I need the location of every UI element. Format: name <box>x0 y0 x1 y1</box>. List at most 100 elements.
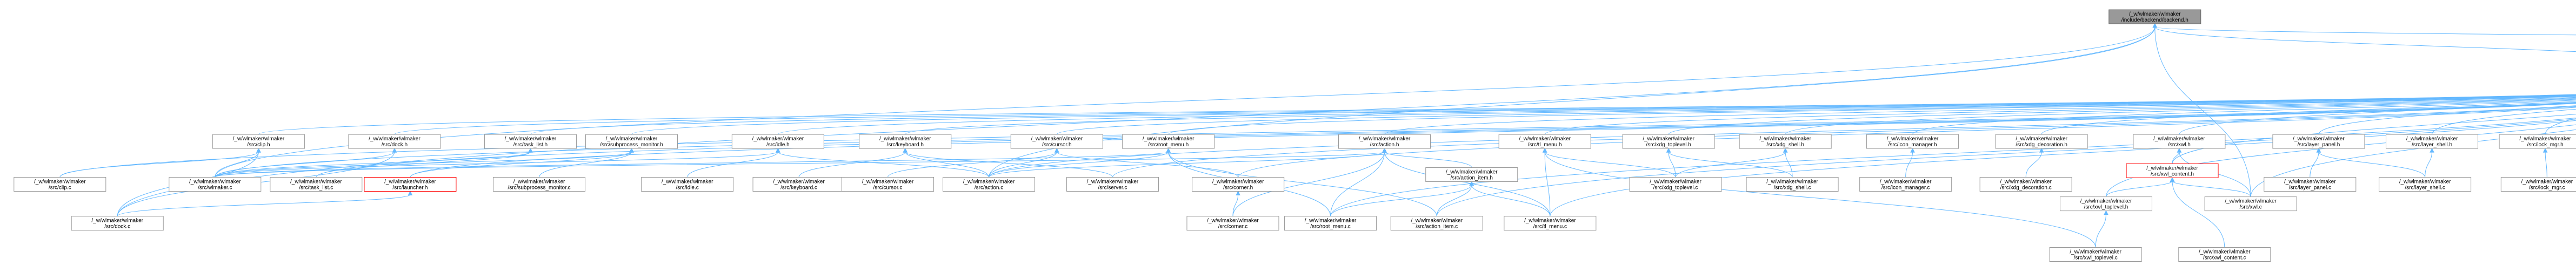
edge-server_h-from-corner_h <box>1238 107 2576 178</box>
node-file-path: /src/layer_shell.h <box>2412 142 2452 148</box>
graph-node-server-c[interactable]: /_w/wlmaker/wlmaker/src/server.c <box>1066 177 1159 192</box>
edge-server_h-from-root_menu_c <box>1330 117 2576 216</box>
graph-node-action-item-c[interactable]: /_w/wlmaker/wlmaker/src/action_item.c <box>1390 216 1483 231</box>
graph-node-xwl-c[interactable]: /_w/wlmaker/wlmaker/src/xwl.c <box>2204 196 2297 212</box>
node-box <box>71 216 164 231</box>
edge-launcher_h-from-dock_c <box>117 194 411 217</box>
node-box <box>943 177 1036 192</box>
graph-node-keyboard-h[interactable]: /_w/wlmaker/wlmaker/src/keyboard.h <box>859 134 952 149</box>
node-file-path: /src/tl_menu.c <box>1533 224 1567 230</box>
graph-node-layer-panel-h[interactable]: /_w/wlmaker/wlmaker/src/layer_panel.h <box>2272 134 2365 149</box>
node-box <box>2178 247 2271 262</box>
node-box <box>859 134 952 149</box>
edge-xdg_toplevel_h-from-xdg_toplevel_c <box>1668 152 1676 178</box>
graph-node-action-c[interactable]: /_w/wlmaker/wlmaker/src/action.c <box>943 177 1036 192</box>
graph-node-xdg-decoration-c[interactable]: /_w/wlmaker/wlmaker/src/xdg_decoration.c <box>1979 177 2072 192</box>
graph-node-xwl-toplevel-h[interactable]: /_w/wlmaker/wlmaker/src/xwl_toplevel.h <box>2060 196 2153 212</box>
graph-node-icon-manager-h[interactable]: /_w/wlmaker/wlmaker/src/icon_manager.h <box>1866 134 1959 149</box>
graph-node-keyboard-c[interactable]: /_w/wlmaker/wlmaker/src/keyboard.c <box>752 177 845 192</box>
node-box <box>1629 177 1722 192</box>
graph-node-xdg-decoration-h[interactable]: /_w/wlmaker/wlmaker/src/xdg_decoration.h <box>1995 134 2088 149</box>
graph-node-tl-menu-h[interactable]: /_w/wlmaker/wlmaker/src/tl_menu.h <box>1498 134 1591 149</box>
edge-arrowhead <box>2170 177 2175 182</box>
edge-arrowhead <box>1166 147 1171 153</box>
graph-node-task-list-c[interactable]: /_w/wlmaker/wlmaker/src/task_list.c <box>270 177 363 192</box>
graph-node-icon-manager-c[interactable]: /_w/wlmaker/wlmaker/src/icon_manager.c <box>1859 177 1952 192</box>
graph-node-layer-panel-c[interactable]: /_w/wlmaker/wlmaker/src/layer_panel.c <box>2264 177 2357 192</box>
graph-node-idle-h[interactable]: /_w/wlmaker/wlmaker/src/idle.h <box>731 134 824 149</box>
edge-server_h-from-root_menu_h <box>1168 96 2576 135</box>
edge-server_h-from-clip_c <box>59 102 2576 178</box>
graph-node-action-item-h[interactable]: /_w/wlmaker/wlmaker/src/action_item.h <box>1425 167 1518 182</box>
node-file-path: /src/xdg_shell.c <box>1774 185 1811 191</box>
edge-server_h-from-action_c <box>989 105 2576 178</box>
graph-node-xwl-content-c[interactable]: /_w/wlmaker/wlmaker/src/xwl_content.c <box>2178 247 2271 262</box>
graph-node-xdg-shell-h[interactable]: /_w/wlmaker/wlmaker/src/xdg_shell.h <box>1739 134 1832 149</box>
node-path-prefix: /_w/wlmaker/wlmaker <box>2406 136 2458 142</box>
edge-server_h-from-launcher_h <box>410 103 2576 178</box>
edge-arrowhead <box>2039 147 2044 153</box>
node-file-path: /src/xwl_toplevel.c <box>2074 255 2118 261</box>
graph-node-layer-shell-c[interactable]: /_w/wlmaker/wlmaker/src/layer_shell.c <box>2379 177 2472 192</box>
edge-arrowhead <box>256 147 261 153</box>
node-file-path: /src/task_list.c <box>299 185 333 191</box>
edge-arrowhead <box>1469 181 1474 186</box>
graph-node-wlmaker-c[interactable]: /_w/wlmaker/wlmaker/src/wlmaker.c <box>169 177 262 192</box>
edge-layer_panel_h-from-layer_panel_c <box>2310 152 2319 178</box>
graph-node-root-menu-c[interactable]: /_w/wlmaker/wlmaker/src/root_menu.c <box>1284 216 1377 231</box>
edge-xdg_shell_h-from-xdg_shell_c <box>1785 152 1793 178</box>
graph-node-xwl-toplevel-c[interactable]: /_w/wlmaker/wlmaker/src/xwl_toplevel.c <box>2049 247 2142 262</box>
graph-node-xwl-content-h[interactable]: /_w/wlmaker/wlmaker/src/xwl_content.h <box>2126 163 2219 178</box>
graph-node-xdg-shell-c[interactable]: /_w/wlmaker/wlmaker/src/xdg_shell.c <box>1746 177 1839 192</box>
edge-subproc_h-from-launcher_h <box>410 151 632 178</box>
edge-arrowhead <box>392 147 397 153</box>
graph-node-dock-c[interactable]: /_w/wlmaker/wlmaker/src/dock.c <box>71 216 164 231</box>
edge-xwl_content_h-from-xwl_c <box>2172 180 2251 197</box>
node-file-path: /src/xdg_shell.h <box>1766 142 1804 148</box>
graph-node-launcher-h[interactable]: /_w/wlmaker/wlmaker/src/launcher.h <box>364 177 457 192</box>
graph-node-lock-mgr-c[interactable]: /_w/wlmaker/wlmaker/src/lock_mgr.c <box>2500 177 2576 192</box>
graph-node-clip-c[interactable]: /_w/wlmaker/wlmaker/src/clip.c <box>14 177 106 192</box>
node-box <box>348 134 441 149</box>
node-box <box>731 134 824 149</box>
node-path-prefix: /_w/wlmaker/wlmaker <box>290 179 342 185</box>
edge-task_list_h-from-wlmaker_c <box>215 151 531 178</box>
graph-node-clip-h[interactable]: /_w/wlmaker/wlmaker/src/clip.h <box>212 134 305 149</box>
node-box <box>493 177 586 192</box>
graph-node-root-menu-h[interactable]: /_w/wlmaker/wlmaker/src/root_menu.h <box>1122 134 1215 149</box>
node-file-path: /src/xdg_toplevel.c <box>1653 185 1698 191</box>
graph-node-layer-shell-h[interactable]: /_w/wlmaker/wlmaker/src/layer_shell.h <box>2386 134 2479 149</box>
graph-node-dock-h[interactable]: /_w/wlmaker/wlmaker/src/dock.h <box>348 134 441 149</box>
graph-node-corner-h[interactable]: /_w/wlmaker/wlmaker/src/corner.h <box>1192 177 1285 192</box>
node-file-path: /src/root_menu.h <box>1148 142 1189 148</box>
node-file-path: /src/xdg_decoration.c <box>2000 185 2052 191</box>
graph-node-subproc-h[interactable]: /_w/wlmaker/wlmaker/src/subprocess_monit… <box>585 134 678 149</box>
node-path-prefix: /_w/wlmaker/wlmaker <box>2070 249 2121 255</box>
edge-arrowhead <box>1910 147 1915 153</box>
node-box <box>484 134 577 149</box>
graph-node-xdg-toplevel-h[interactable]: /_w/wlmaker/wlmaker/src/xdg_toplevel.h <box>1622 134 1715 149</box>
graph-node-cursor-h[interactable]: /_w/wlmaker/wlmaker/src/cursor.h <box>1010 134 1103 149</box>
graph-node-cursor-c[interactable]: /_w/wlmaker/wlmaker/src/cursor.c <box>841 177 934 192</box>
edge-server_h-from-icon_manager_h <box>1912 100 2576 135</box>
graph-node-xdg-toplevel-c[interactable]: /_w/wlmaker/wlmaker/src/xdg_toplevel.c <box>1629 177 1722 192</box>
graph-node-tl-menu-c[interactable]: /_w/wlmaker/wlmaker/src/tl_menu.c <box>1504 216 1597 231</box>
node-path-prefix: /_w/wlmaker/wlmaker <box>2293 136 2345 142</box>
graph-node-action-h[interactable]: /_w/wlmaker/wlmaker/src/action.h <box>1338 134 1431 149</box>
edge-action_item_h-from-tl_menu_c <box>1471 185 1551 216</box>
graph-node-subproc-c[interactable]: /_w/wlmaker/wlmaker/src/subprocess_monit… <box>493 177 586 192</box>
graph-node-corner-c[interactable]: /_w/wlmaker/wlmaker/src/corner.c <box>1186 216 1279 231</box>
graph-node-task-list-h[interactable]: /_w/wlmaker/wlmaker/src/task_list.h <box>484 134 577 149</box>
node-path-prefix: /_w/wlmaker/wlmaker <box>879 136 931 142</box>
edge-server_h-from-idle_h <box>777 95 2576 135</box>
node-path-prefix: /_w/wlmaker/wlmaker <box>2129 11 2181 17</box>
node-path-prefix: /_w/wlmaker/wlmaker <box>1759 136 1811 142</box>
edge-xdg_decoration_h-from-xdg_decoration_c <box>2025 152 2042 178</box>
graph-node-idle-c[interactable]: /_w/wlmaker/wlmaker/src/idle.c <box>641 177 734 192</box>
node-file-path: /src/idle.h <box>766 142 790 148</box>
node-file-path: /src/task_list.h <box>513 142 548 148</box>
graph-node-lock-mgr-h[interactable]: /_w/wlmaker/wlmaker/src/lock_mgr.h <box>2499 134 2576 149</box>
graph-node-xwl-h[interactable]: /_w/wlmaker/wlmaker/src/xwl.h <box>2133 134 2226 149</box>
node-file-path: /src/keyboard.h <box>887 142 924 148</box>
